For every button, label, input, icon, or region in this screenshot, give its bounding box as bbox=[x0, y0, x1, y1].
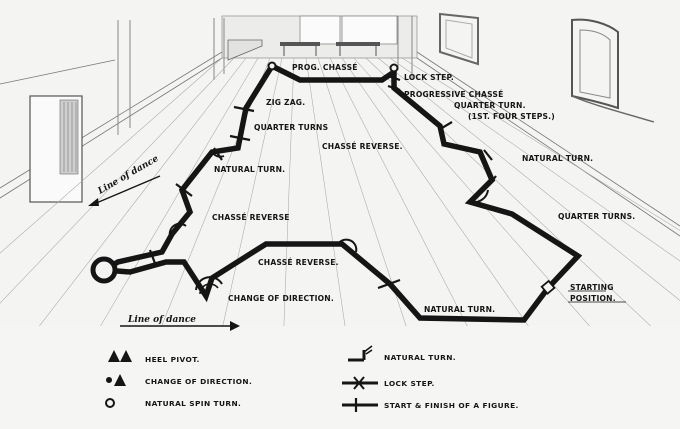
label-natural-turn-left: NATURAL TURN. bbox=[214, 165, 285, 174]
label-chasse-reverse-lower: CHASSÉ REVERSE. bbox=[258, 258, 339, 267]
start-finish-icon bbox=[342, 398, 378, 412]
legend-change-of-direction: CHANGE OF DIRECTION. bbox=[145, 377, 252, 386]
label-lock-step: LOCK STEP. bbox=[404, 73, 454, 82]
label-quarter-turns-right: QUARTER TURNS. bbox=[558, 212, 635, 221]
dance-path bbox=[90, 61, 583, 323]
label-first-four-steps: (1ST. FOUR STEPS.) bbox=[468, 112, 555, 121]
legend-natural-spin-turn: NATURAL SPIN TURN. bbox=[145, 399, 241, 408]
legend-start-finish: START & FINISH OF A FIGURE. bbox=[384, 401, 519, 410]
figure-labels: PROG. CHASSÉ LOCK STEP. PROGRESSIVE CHAS… bbox=[212, 63, 635, 314]
label-prog-chasse: PROG. CHASSÉ bbox=[292, 63, 358, 72]
lock-step-icon bbox=[342, 376, 378, 390]
arrow-right-icon bbox=[230, 321, 240, 331]
heel-pivot-icon bbox=[108, 350, 132, 362]
line-of-dance-lower-text: Line of dance bbox=[127, 315, 196, 325]
label-chasse-reverse-left: CHASSÉ REVERSE bbox=[212, 213, 290, 222]
label-starting-position-2: POSITION. bbox=[570, 294, 616, 303]
label-quarter-turn: QUARTER TURN. bbox=[454, 101, 526, 110]
legend-heel-pivot: HEEL PIVOT. bbox=[145, 355, 200, 364]
label-natural-turn-bottom: NATURAL TURN. bbox=[424, 305, 495, 314]
legend: HEEL PIVOT. CHANGE OF DIRECTION. NATURAL… bbox=[105, 345, 519, 412]
label-quarter-turns-upper: QUARTER TURNS bbox=[254, 123, 328, 132]
natural-turn-icon bbox=[348, 345, 373, 362]
label-change-of-direction: CHANGE OF DIRECTION. bbox=[228, 294, 334, 303]
label-starting-position-1: STARTING bbox=[570, 283, 614, 292]
natural-spin-turn-icon bbox=[105, 398, 115, 408]
line-of-dance-lower: Line of dance bbox=[120, 315, 240, 331]
label-zig-zag: ZIG ZAG. bbox=[266, 98, 305, 107]
legend-natural-turn: NATURAL TURN. bbox=[384, 353, 456, 362]
label-progressive-chasse: PROGRESSIVE CHASSÉ bbox=[404, 90, 503, 99]
label-natural-turn-right: NATURAL TURN. bbox=[522, 154, 593, 163]
label-chasse-reverse-center: CHASSÉ REVERSE. bbox=[322, 142, 403, 151]
arrow-left-icon bbox=[88, 198, 99, 206]
change-of-direction-icon bbox=[106, 374, 126, 386]
legend-lock-step: LOCK STEP. bbox=[384, 379, 435, 388]
